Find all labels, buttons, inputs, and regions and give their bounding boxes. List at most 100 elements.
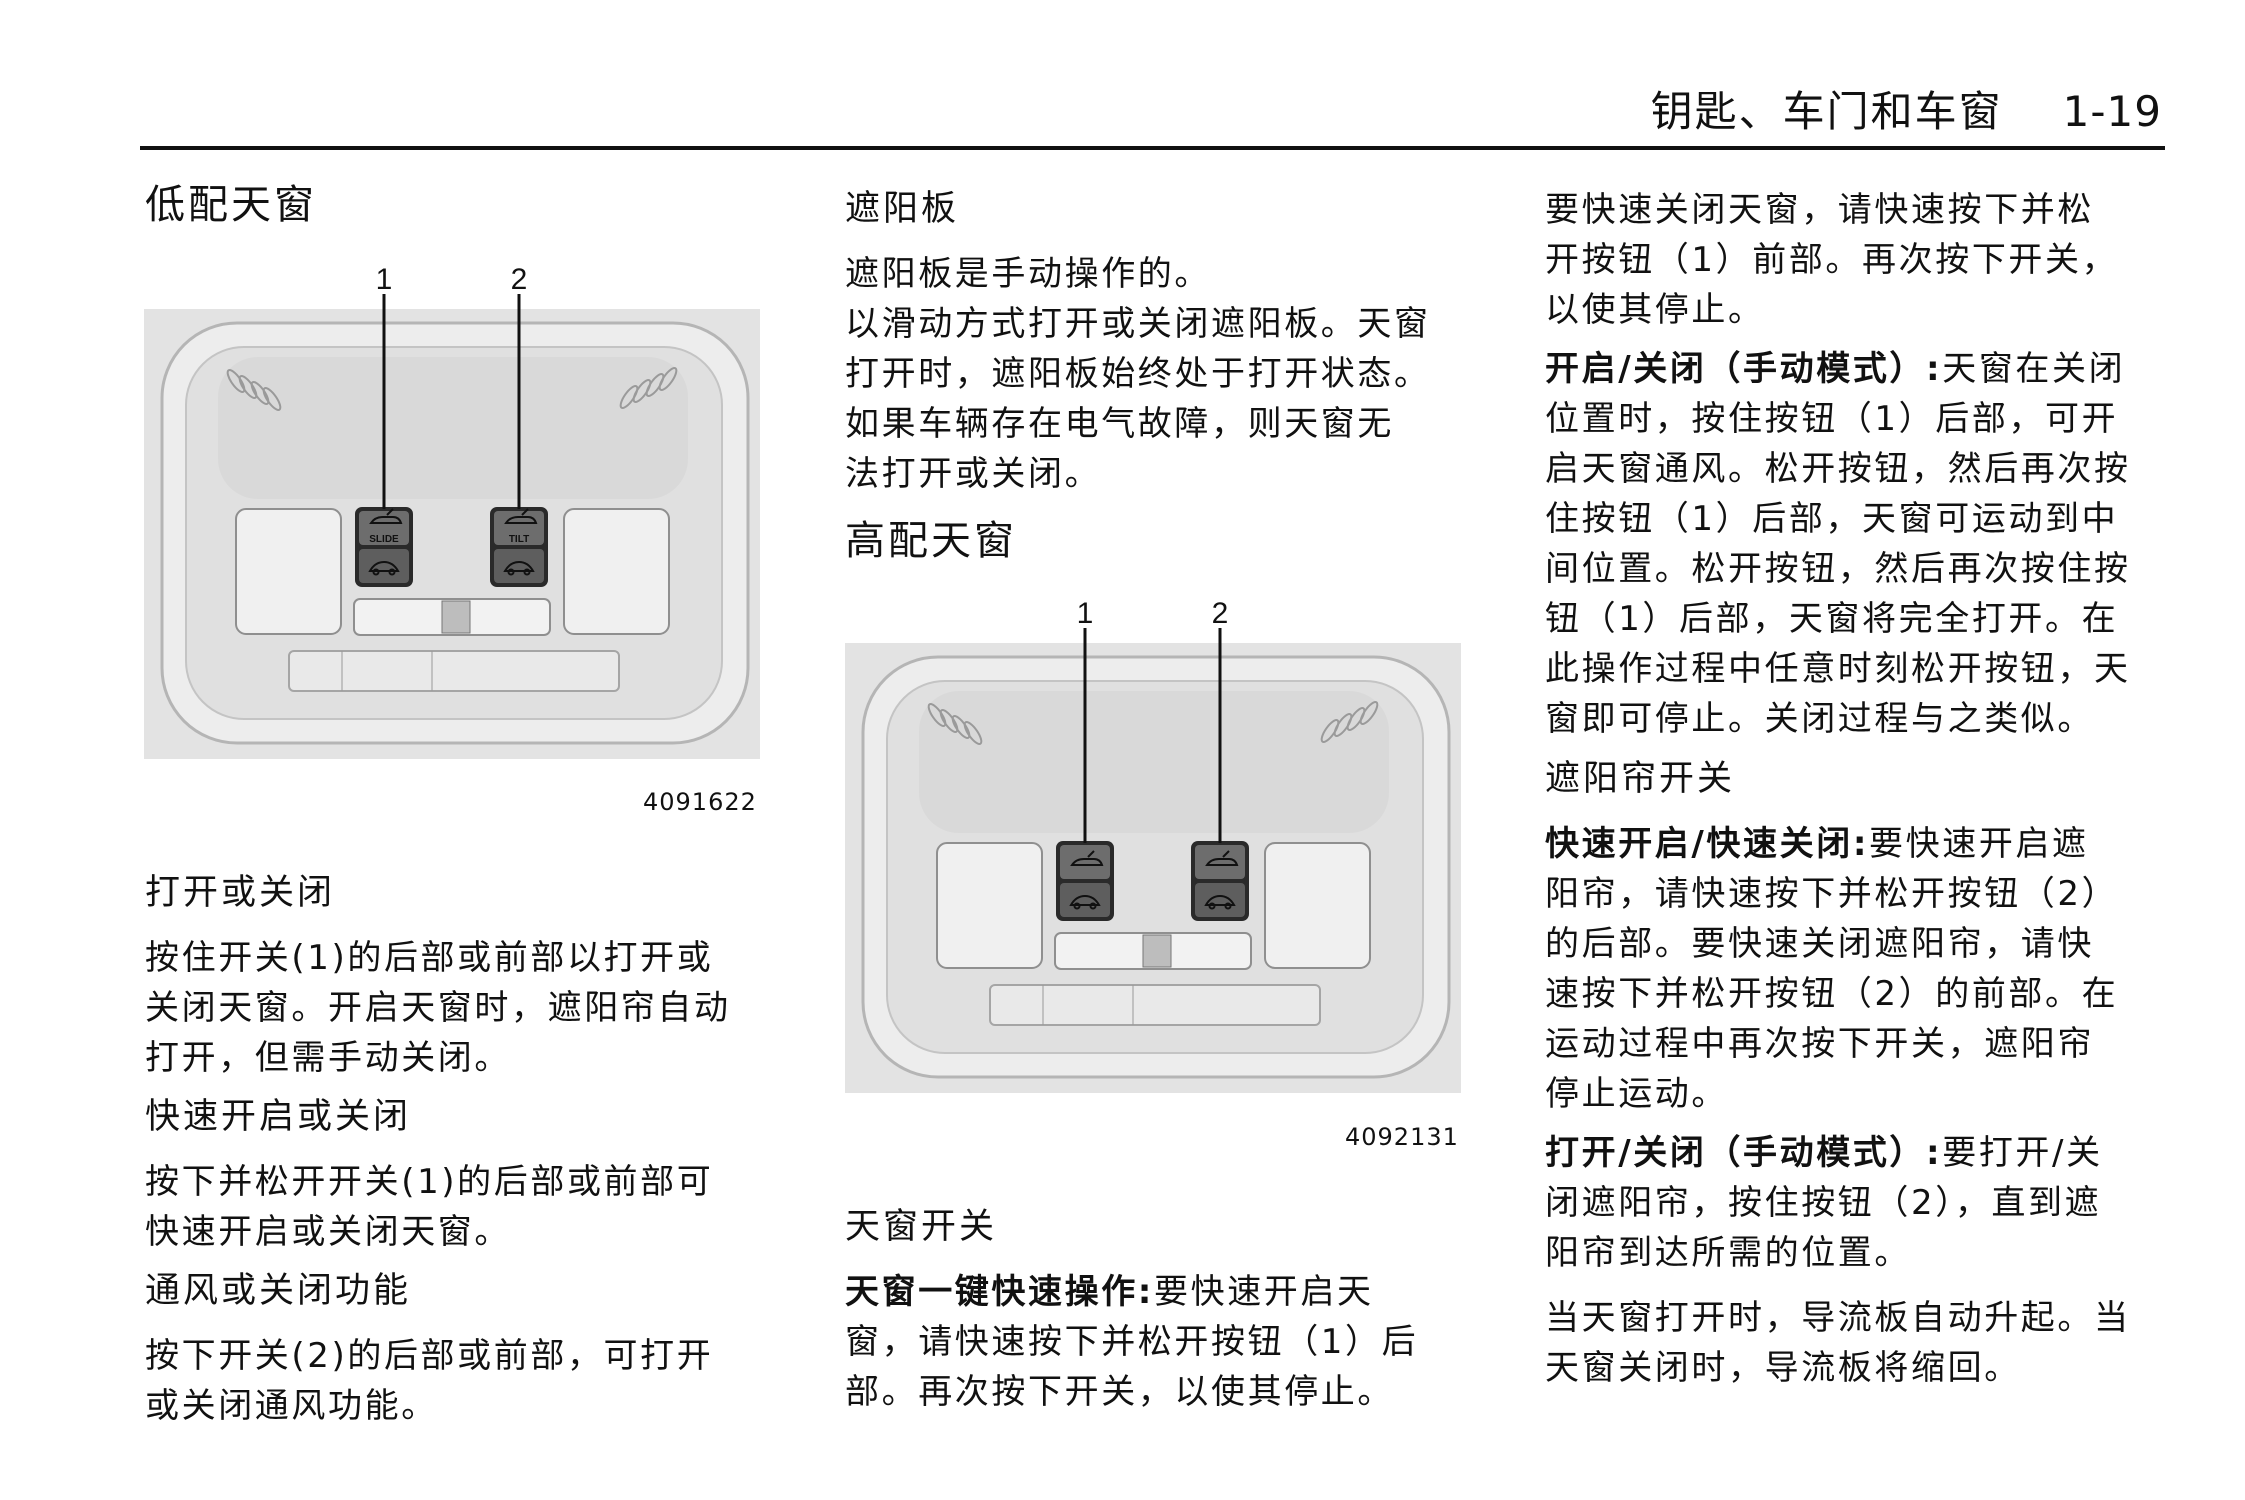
car-roof-closed-icon xyxy=(503,560,535,576)
callout-1: 1 xyxy=(1077,597,1094,630)
sunroof-switch-2[interactable]: TILT xyxy=(490,507,548,587)
sunshade-switch-section: 遮阳帘开关快速开启/快速关闭:要快速开启遮阳帘，请快速按下并松开按钮（2） 的后部… xyxy=(1545,754,2185,1287)
console-top-panel xyxy=(919,691,1389,833)
text-line: 按住开关(1)的后部或前部以打开或 xyxy=(145,933,785,983)
page-number: 1-19 xyxy=(2062,87,2162,136)
text-line: 速按下并松开按钮（2）的前部。在 xyxy=(1545,969,2185,1019)
text-line: 关闭天窗。开启天窗时，遮阳帘自动 xyxy=(145,983,785,1033)
subheading: 快速开启或关闭 xyxy=(145,1097,412,1137)
left-map-lamp[interactable] xyxy=(235,508,342,635)
line-text: 按下开关(2)的后部或前部，可打开 xyxy=(145,1336,714,1376)
line-text: 天窗关闭时，导流板将缩回。 xyxy=(1545,1348,2021,1388)
text-line: 窗，请快速按下并松开按钮（1）后 xyxy=(845,1317,1485,1367)
line-text: 阳帘，请快速按下并松开按钮（2） xyxy=(1545,874,2119,914)
right-map-lamp[interactable] xyxy=(563,508,670,635)
bottom-storage-strip[interactable] xyxy=(288,650,620,692)
line-text: 或关闭通风功能。 xyxy=(145,1386,438,1426)
line-text: 速按下并松开按钮（2）的前部。在 xyxy=(1545,974,2119,1014)
subheading: 天窗开关 xyxy=(845,1207,998,1247)
heading-basic-sunroof: 低配天窗 xyxy=(145,182,317,228)
text-line: 的后部。要快速关闭遮阳帘，请快 xyxy=(1545,919,2185,969)
car-roof-open-icon xyxy=(1205,850,1239,866)
center-lamp-switch[interactable] xyxy=(1142,934,1172,968)
center-lamp-switch[interactable] xyxy=(441,600,471,634)
sunroof-switch-1[interactable] xyxy=(1056,841,1114,921)
text-line: 天窗一键快速操作:要快速开启天 xyxy=(845,1267,1485,1317)
text-line: 以滑动方式打开或关闭遮阳板。天窗 xyxy=(845,299,1485,349)
line-text: 住按钮（1）后部，天窗可运动到中 xyxy=(1545,499,2119,539)
car-roof-closed-icon xyxy=(1069,894,1101,910)
sunroof-switch-1[interactable]: SLIDE xyxy=(355,507,413,587)
text-line: 停止运动。 xyxy=(1545,1069,2185,1119)
button-label: TILT xyxy=(509,534,529,545)
sunroof-switch-2[interactable] xyxy=(1191,841,1249,921)
speaker-grille-icon xyxy=(226,367,678,411)
line-text: 快速开启或关闭天窗。 xyxy=(145,1212,511,1252)
car-roof-open-icon xyxy=(504,508,538,524)
text-line: 打开，但需手动关闭。 xyxy=(145,1033,785,1083)
text-line: 运动过程中再次按下开关，遮阳帘 xyxy=(1545,1019,2185,1069)
line-text: 此操作过程中任意时刻松开按钮，天 xyxy=(1545,649,2131,689)
text-line: 法打开或关闭。 xyxy=(845,449,1485,499)
paragraph: 当天窗打开时，导流板自动升起。当天窗关闭时，导流板将缩回。 xyxy=(1545,1293,2185,1393)
paragraph: 开启/关闭（手动模式）:天窗在关闭位置时，按住按钮（1）后部，可开启天窗通风。松… xyxy=(1545,344,2185,744)
line-text: 法打开或关闭。 xyxy=(845,454,1102,494)
subheading: 打开或关闭 xyxy=(145,873,336,913)
subheading: 遮阳帘开关 xyxy=(1545,759,1736,799)
subheading: 通风或关闭功能 xyxy=(145,1271,412,1311)
figure-caption: 4091622 xyxy=(643,788,757,816)
callout-1: 1 xyxy=(376,263,393,296)
line-text: 遮阳板是手动操作的。 xyxy=(845,254,1211,294)
console-top-panel xyxy=(218,357,688,499)
paragraph: 按住开关(1)的后部或前部以打开或关闭天窗。开启天窗时，遮阳帘自动打开，但需手动… xyxy=(145,933,785,1083)
text-line: 或关闭通风功能。 xyxy=(145,1381,785,1431)
car-roof-closed-icon xyxy=(368,560,400,576)
right-map-lamp[interactable] xyxy=(1264,842,1371,969)
section-title: 钥匙、车门和车窗 xyxy=(1650,87,2003,136)
subheading: 遮阳板 xyxy=(845,189,960,229)
section-basic-sunroof: 低配天窗 xyxy=(145,180,785,242)
line-text: 要快速开启天 xyxy=(1154,1272,1374,1312)
paragraph-lead: 快速开启/快速关闭: xyxy=(1545,824,1870,864)
text-line: 位置时，按住按钮（1）后部，可开 xyxy=(1545,394,2185,444)
line-text: 关闭天窗。开启天窗时，遮阳帘自动 xyxy=(145,988,731,1028)
paragraph-lead: 天窗一键快速操作: xyxy=(845,1272,1154,1312)
callout-2: 2 xyxy=(1212,597,1229,630)
figure-basic-overhead-console: SLIDE TILT 1 2 xyxy=(144,259,760,759)
line-text: 窗，请快速按下并松开按钮（1）后 xyxy=(845,1322,1419,1362)
car-roof-open-icon xyxy=(1070,850,1104,866)
left-map-lamp[interactable] xyxy=(936,842,1043,969)
paragraph: 天窗一键快速操作:要快速开启天窗，请快速按下并松开按钮（1）后部。再次按下开关，… xyxy=(845,1267,1485,1417)
paragraph: 按下并松开开关(1)的后部或前部可快速开启或关闭天窗。 xyxy=(145,1157,785,1257)
text-line: 天窗关闭时，导流板将缩回。 xyxy=(1545,1343,2185,1393)
basic-sunroof-instructions: 打开或关闭按住开关(1)的后部或前部以打开或关闭天窗。开启天窗时，遮阳帘自动打开… xyxy=(145,868,785,1440)
line-text: 运动过程中再次按下开关，遮阳帘 xyxy=(1545,1024,2094,1064)
text-line: 打开时，遮阳板始终处于打开状态。 xyxy=(845,349,1485,399)
text-line: 如果车辆存在电气故障，则天窗无 xyxy=(845,399,1485,449)
bottom-storage-strip[interactable] xyxy=(989,984,1321,1026)
paragraph: 按下开关(2)的后部或前部，可打开或关闭通风功能。 xyxy=(145,1331,785,1431)
text-line: 快速开启或关闭天窗。 xyxy=(145,1207,785,1257)
paragraph-lead: 开启/关闭（手动模式）: xyxy=(1545,349,1943,389)
line-text: 以滑动方式打开或关闭遮阳板。天窗 xyxy=(845,304,1431,344)
line-text: 天窗在关闭 xyxy=(1942,349,2126,389)
line-text: 启天窗通风。松开按钮，然后再次按 xyxy=(1545,449,2131,489)
text-line: 当天窗打开时，导流板自动升起。当 xyxy=(1545,1293,2185,1343)
line-text: 间位置。松开按钮，然后再次按住按 xyxy=(1545,549,2131,589)
text-line: 此操作过程中任意时刻松开按钮，天 xyxy=(1545,644,2185,694)
line-text: 闭遮阳帘，按住按钮（2），直到遮 xyxy=(1545,1183,2102,1223)
sunroof-close-manual: 要快速关闭天窗，请快速按下并松开按钮（1）前部。再次按下开关，以使其停止。开启/… xyxy=(1545,185,2185,753)
paragraph: 打开/关闭（手动模式）:要打开/关闭遮阳帘，按住按钮（2），直到遮阳帘到达所需的… xyxy=(1545,1128,2185,1278)
text-line: 开按钮（1）前部。再次按下开关， xyxy=(1545,235,2185,285)
line-text: 打开时，遮阳板始终处于打开状态。 xyxy=(845,354,1431,394)
line-text: 部。再次按下开关，以使其停止。 xyxy=(845,1372,1394,1412)
paragraph: 快速开启/快速关闭:要快速开启遮阳帘，请快速按下并松开按钮（2） 的后部。要快速关… xyxy=(1545,819,2185,1119)
text-line: 部。再次按下开关，以使其停止。 xyxy=(845,1367,1485,1417)
text-line: 快速开启/快速关闭:要快速开启遮 xyxy=(1545,819,2185,869)
sunshade-section: 遮阳板遮阳板是手动操作的。以滑动方式打开或关闭遮阳板。天窗打开时，遮阳板始终处于… xyxy=(845,184,1485,508)
button-label: SLIDE xyxy=(369,534,399,545)
line-text: 的后部。要快速关闭遮阳帘，请快 xyxy=(1545,924,2094,964)
sunroof-switch-section: 天窗开关天窗一键快速操作:要快速开启天窗，请快速按下并松开按钮（1）后部。再次按… xyxy=(845,1202,1485,1426)
line-text: 停止运动。 xyxy=(1545,1074,1728,1114)
line-text: 阳帘到达所需的位置。 xyxy=(1545,1233,1911,1273)
